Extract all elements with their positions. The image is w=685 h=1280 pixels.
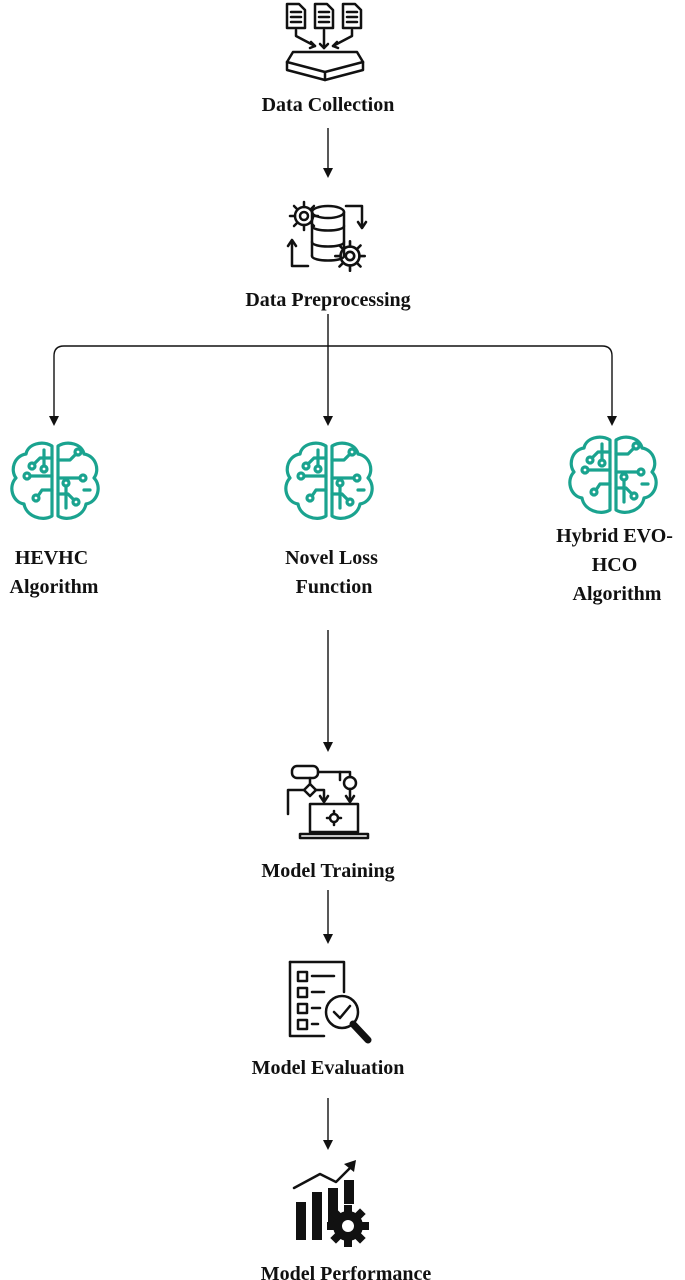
novel-loss-label: Novel Loss Function (285, 547, 383, 598)
hybrid-label-line-3: Algorithm (573, 583, 662, 605)
checklist-magnifier-icon (288, 960, 372, 1044)
ai-brain-icon (568, 435, 658, 514)
flowchart-laptop-icon (286, 764, 370, 840)
connector-loss-to-training (323, 630, 333, 752)
data-collection-label: Data Collection (262, 94, 395, 116)
connector-training-to-evaluation (323, 890, 333, 944)
bar-chart-gear-icon (292, 1160, 369, 1247)
hevhc-label-line-2: Algorithm (10, 576, 99, 598)
hybrid-label: Hybrid EVO- HCO Algorithm (556, 525, 678, 605)
data-preprocessing-label: Data Preprocessing (245, 289, 410, 311)
hevhc-label-line-1: HEVHC (15, 547, 88, 569)
model-training-label: Model Training (261, 860, 394, 882)
connector-preprocessing-branch (49, 314, 617, 426)
novel-loss-label-line-2: Function (296, 576, 373, 598)
gears-database-icon (286, 200, 368, 273)
hybrid-label-line-2: HCO (592, 554, 638, 576)
hybrid-label-line-1: Hybrid EVO- (556, 525, 673, 547)
model-performance-label: Model Performance (261, 1263, 432, 1280)
ai-brain-icon (284, 441, 374, 520)
model-evaluation-label: Model Evaluation (252, 1057, 405, 1079)
documents-to-tray-icon (285, 2, 365, 82)
novel-loss-label-line-1: Novel Loss (285, 547, 378, 569)
connector-evaluation-to-performance (323, 1098, 333, 1150)
connector-collection-to-preprocessing (323, 128, 333, 178)
ai-brain-icon (10, 441, 100, 520)
hevhc-label: HEVHC Algorithm (10, 547, 99, 598)
